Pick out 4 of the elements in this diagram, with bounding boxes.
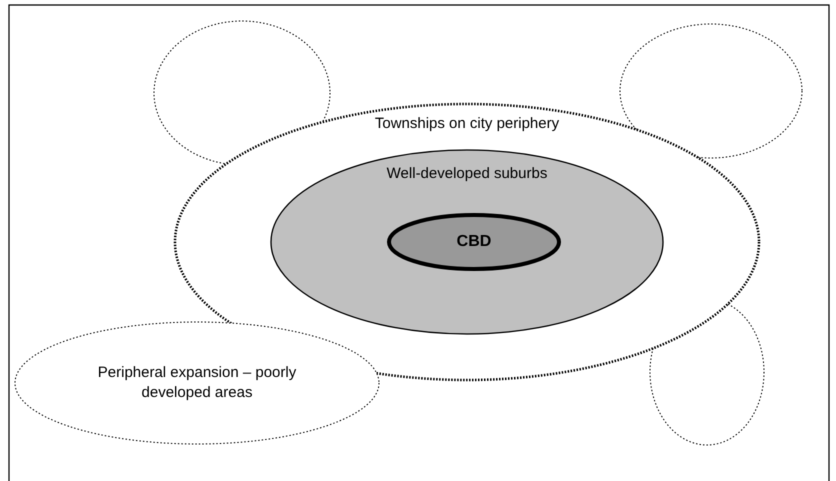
zone-label: Townships on city periphery <box>374 114 560 134</box>
zone-label: Well-developed suburbs <box>386 164 548 184</box>
zone-label: Peripheral expansion – poorly developed areas <box>97 363 297 402</box>
zone-label: CBD <box>456 232 492 252</box>
